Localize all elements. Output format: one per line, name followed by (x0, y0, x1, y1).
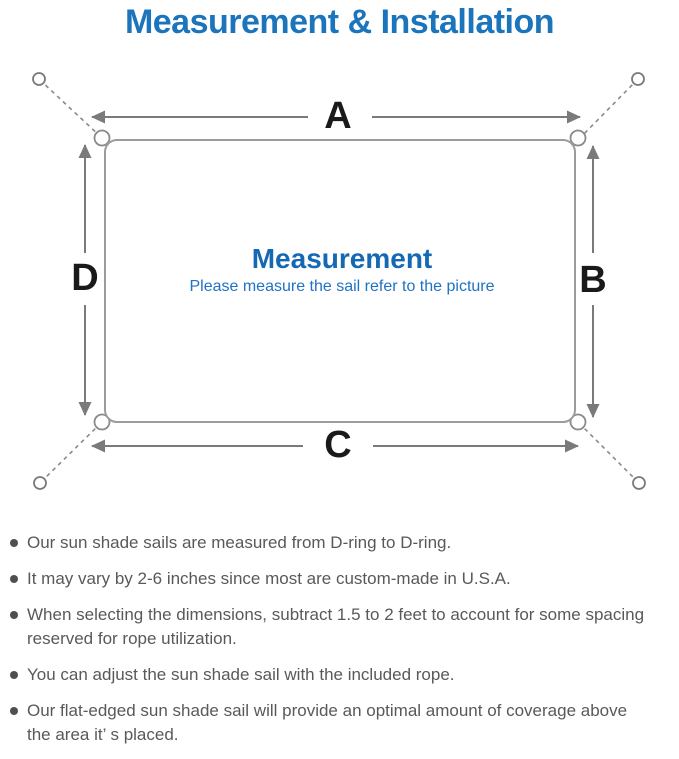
note-line: When selecting the dimensions, subtract … (27, 605, 645, 624)
measurement-diagram (32, 72, 646, 490)
diagram-center-heading: Measurement (251, 243, 433, 274)
page-title: Measurement & Installation (124, 3, 555, 41)
dimension-label-c: C (324, 424, 352, 466)
bullet-icon (10, 539, 18, 547)
bullet-icon (10, 575, 18, 583)
corner-guy-lines (40, 80, 638, 482)
d-ring-top-left (93, 129, 111, 147)
anchor-circle-top-left (32, 72, 46, 86)
shade-sail-outline (104, 139, 576, 423)
note-line: Our flat-edged sun shade sail will provi… (27, 701, 628, 720)
notes-list: Our sun shade sails are measured from D-… (0, 531, 679, 759)
measurement-installation-infographic: { "title": "Measurement & Installation",… (10, 3, 646, 744)
guy-line-top-left (40, 80, 102, 138)
list-item: It may vary by 2-6 inches since most are… (0, 567, 679, 591)
list-item: Our sun shade sails are measured from D-… (0, 531, 679, 555)
list-item: Our flat-edged sun shade sail will provi… (0, 699, 679, 747)
anchor-circle-top-right (631, 72, 645, 86)
bullet-icon (10, 707, 18, 715)
guy-line-top-right (578, 80, 637, 140)
list-item: When selecting the dimensions, subtract … (0, 603, 679, 651)
note-line: It may vary by 2-6 inches since most are… (27, 569, 511, 588)
anchor-points (32, 72, 646, 490)
dimension-label-a: A (324, 95, 352, 137)
note-line: Our sun shade sails are measured from D-… (27, 533, 452, 552)
diagram-center-subtitle: Please measure the sail refer to the pic… (189, 278, 495, 295)
bullet-icon (10, 611, 18, 619)
list-item: You can adjust the sun shade sail with t… (0, 663, 679, 687)
dimension-label-b: B (579, 259, 607, 301)
d-ring-bottom-right (569, 413, 587, 431)
note-text: It may vary by 2-6 inches since most are… (27, 567, 511, 591)
guy-line-bottom-right (578, 422, 638, 482)
note-text: Our sun shade sails are measured from D-… (27, 531, 451, 555)
d-ring-top-right (569, 129, 587, 147)
dimension-label-d: D (71, 257, 99, 299)
d-rings (93, 129, 587, 431)
dimension-lines (78, 110, 600, 453)
note-text: Our flat-edged sun shade sail will provi… (27, 699, 627, 747)
anchor-circle-bottom-left (33, 476, 47, 490)
note-line: the area it’ s placed. (27, 725, 179, 744)
note-text: You can adjust the sun shade sail with t… (27, 663, 455, 687)
note-line: You can adjust the sun shade sail with t… (27, 665, 455, 684)
guy-line-bottom-left (41, 422, 102, 482)
bullet-icon (10, 671, 18, 679)
note-text: When selecting the dimensions, subtract … (27, 603, 644, 651)
note-line: reserved for rope utilization. (27, 629, 237, 648)
d-ring-bottom-left (93, 413, 111, 431)
anchor-circle-bottom-right (632, 476, 646, 490)
